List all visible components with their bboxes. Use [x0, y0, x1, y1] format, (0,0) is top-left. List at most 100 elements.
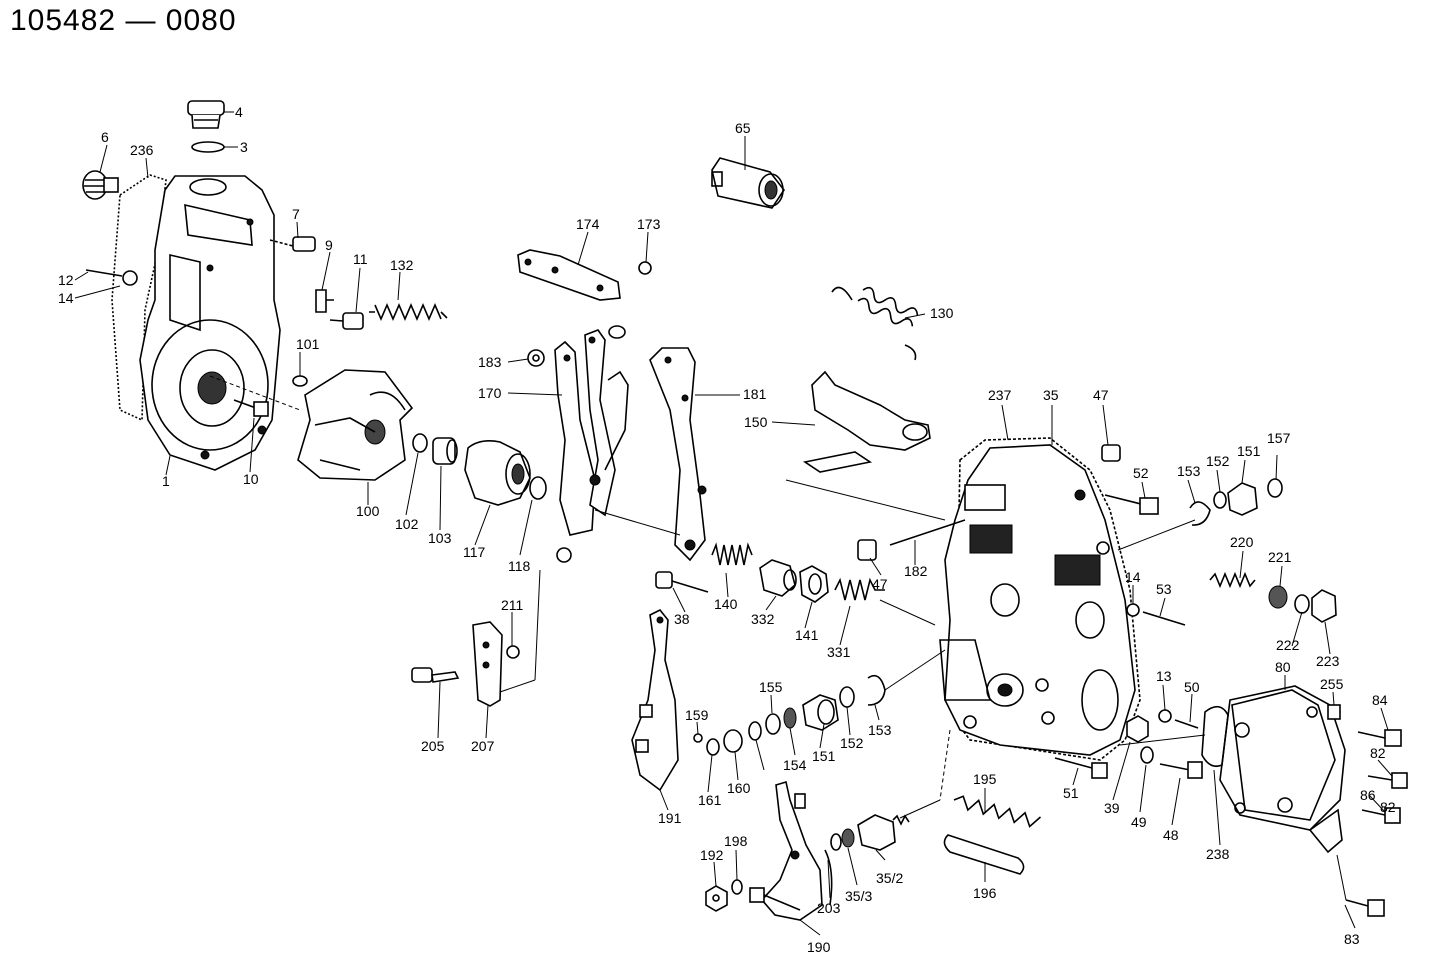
washer-part-160: [723, 729, 743, 753]
callout-39: 39: [1104, 800, 1120, 816]
bolt-part-12: [85, 269, 138, 286]
callout-222: 222: [1276, 637, 1300, 653]
callout-35: 35: [1043, 387, 1059, 403]
gasket-part-237: [954, 437, 1141, 761]
ring-part-157: [1267, 478, 1283, 498]
bolt-part-11: [329, 312, 364, 330]
callout-191: 191: [658, 810, 682, 826]
washer-part-35-3a: [830, 833, 842, 851]
pin-part-182: [889, 519, 966, 546]
lever-part-191: [631, 608, 679, 792]
callout-labels: 4 3 6 236 7 9 11 132 12 14 101 1 10 100 …: [58, 104, 1396, 955]
bolt-part-84: [1357, 729, 1402, 747]
callout-12: 12: [58, 272, 74, 288]
callout-161: 161: [698, 792, 722, 808]
washer-part-35-3b: [841, 828, 855, 848]
callout-86: 86: [1360, 787, 1376, 803]
sleeve-part-151c: [1227, 482, 1258, 516]
lever-part-207: [472, 621, 503, 707]
sleeve-part-103: [432, 437, 458, 465]
callout-82a: 82: [1370, 745, 1386, 761]
callout-332: 332: [751, 611, 775, 627]
callout-1: 1: [162, 473, 170, 489]
pin-part-118b: [556, 547, 572, 563]
callout-205: 205: [421, 738, 445, 754]
callout-159: 159: [685, 707, 709, 723]
circlip-part-153: [867, 674, 886, 706]
washer-part-49: [1140, 746, 1154, 764]
callout-170: 170: [478, 385, 502, 401]
callout-102: 102: [395, 516, 419, 532]
pin-part-205: [411, 667, 460, 683]
washer-part-155a: [748, 721, 762, 741]
cover-part-35: [939, 444, 1136, 756]
diagram-title: 105482 — 0080: [10, 4, 237, 37]
spring-part-132: [369, 302, 448, 322]
callout-151b: 151: [812, 748, 836, 764]
callout-152a: 152: [1206, 453, 1230, 469]
bolt-part-83: [1345, 899, 1385, 917]
clip-part-9: [315, 289, 334, 313]
ring-part-154: [783, 707, 797, 729]
callout-101: 101: [296, 336, 320, 352]
callout-153a: 153: [1177, 463, 1201, 479]
washer-part-161: [706, 738, 720, 756]
callout-7: 7: [292, 206, 300, 222]
gasket-part-238: [1201, 705, 1229, 768]
callout-51: 51: [1063, 785, 1079, 801]
callout-48: 48: [1163, 827, 1179, 843]
callout-155: 155: [759, 679, 783, 695]
callout-174: 174: [576, 216, 600, 232]
callout-11: 11: [353, 251, 368, 267]
bearing-part-117: [464, 440, 531, 506]
lever-part-170: [554, 325, 629, 536]
nut-part-183: [527, 349, 545, 367]
callout-49: 49: [1131, 814, 1147, 830]
callout-52: 52: [1133, 465, 1149, 481]
callout-153b: 153: [868, 722, 892, 738]
callout-150: 150: [744, 414, 768, 430]
washer-part-198: [731, 879, 743, 895]
callout-223: 223: [1316, 653, 1340, 669]
bolt-part-38: [655, 571, 709, 593]
callout-47a: 47: [1093, 387, 1109, 403]
washer-part-155b: [765, 713, 781, 735]
callout-236: 236: [130, 142, 154, 158]
bolt-part-53: [1126, 603, 1186, 626]
bolt-part-47a: [1101, 444, 1121, 462]
nut-part-39: [1126, 715, 1149, 743]
plate-part-203: [824, 849, 833, 906]
callout-13: 13: [1156, 668, 1172, 684]
lever-plate-part-174: [517, 249, 621, 301]
washer-part-221: [1268, 585, 1288, 609]
washer-part-102: [412, 433, 428, 453]
callout-190: 190: [807, 939, 831, 955]
callout-198: 198: [724, 833, 748, 849]
clip-part-173: [638, 261, 652, 275]
callout-84: 84: [1372, 692, 1388, 708]
screw-part-7: [269, 236, 316, 252]
callout-47b: 47: [872, 576, 888, 592]
washer-part-222: [1294, 594, 1310, 614]
callout-35-3: 35/3: [845, 888, 872, 904]
callout-203: 203: [817, 900, 841, 916]
nut-part-192: [705, 885, 728, 912]
leader-lines: [74, 111, 1393, 936]
lever-part-190: [760, 780, 823, 921]
bolt-part-52: [1104, 494, 1159, 515]
nut-part-141: [799, 565, 829, 603]
callout-83: 83: [1344, 931, 1360, 947]
flyweight-holder-part-100: [297, 369, 414, 481]
plug-part-4: [187, 100, 225, 129]
lever-part-181: [649, 347, 707, 562]
bolt-part-48: [1159, 761, 1203, 779]
callout-182: 182: [904, 563, 928, 579]
callout-221: 221: [1268, 549, 1292, 565]
callout-196: 196: [973, 885, 997, 901]
callout-152b: 152: [840, 735, 864, 751]
bolt-part-190b: [749, 887, 801, 911]
bolt-part-82b: [1361, 807, 1401, 824]
callout-331: 331: [827, 644, 851, 660]
callout-118: 118: [508, 558, 531, 574]
